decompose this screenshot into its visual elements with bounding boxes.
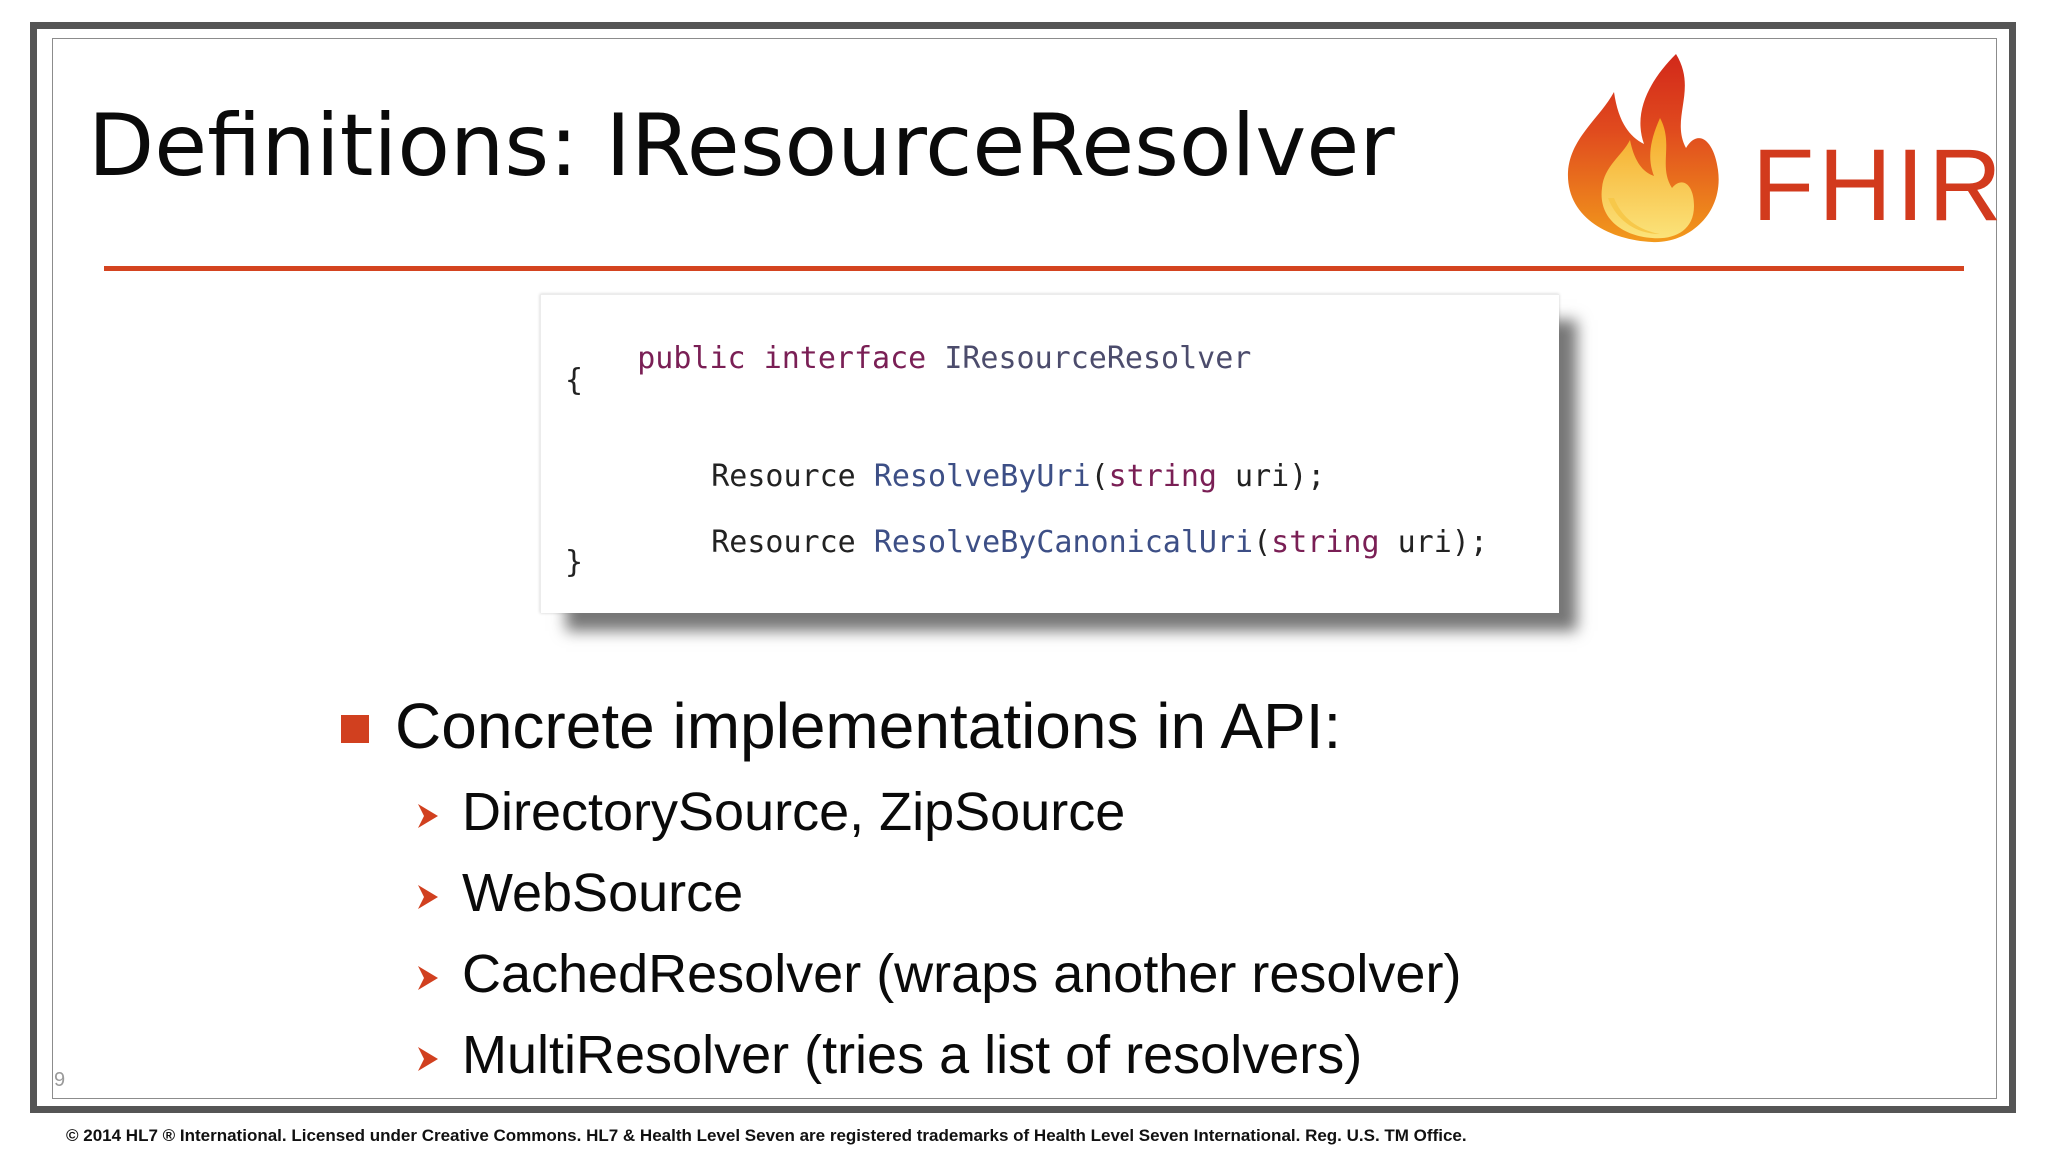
flame-icon <box>1567 54 1719 243</box>
code-interface-name: IResourceResolver <box>944 341 1252 376</box>
code-snippet: public interface IResourceResolver { Res… <box>540 294 1559 613</box>
logo-text: FHIR <box>1752 128 2006 242</box>
code-method-name: ResolveByUri <box>873 459 1091 494</box>
code-paren: ( <box>1090 459 1109 494</box>
fhir-logo <box>1548 48 2003 258</box>
code-param: uri); <box>1379 525 1488 560</box>
code-type: Resource <box>711 525 856 560</box>
page-number: 9 <box>54 1069 66 1091</box>
bullet-sub-item: CachedResolver (wraps another resolver) <box>462 944 1462 1004</box>
code-open-brace: { <box>565 363 584 398</box>
code-close-brace: } <box>565 545 584 580</box>
copyright-footer: © 2014 HL7 ® International. Licensed und… <box>66 1126 1467 1145</box>
title-divider <box>104 266 1964 271</box>
code-line-method: Resource ResolveByCanonicalUri(string ur… <box>639 489 1488 597</box>
arrowhead-bullet-icon <box>418 804 438 828</box>
arrowhead-bullet-icon <box>418 885 438 909</box>
code-line-declaration: public interface IResourceResolver <box>565 305 1251 413</box>
slide-title: Definitions: IResourceResolver <box>88 96 1395 196</box>
code-line-method: Resource ResolveByUri(string uri); <box>639 423 1325 531</box>
code-keyword: interface <box>763 341 927 376</box>
code-type: Resource <box>711 459 856 494</box>
bullet-square-icon <box>341 715 369 743</box>
bullet-sub-item: DirectorySource, ZipSource <box>462 782 1126 842</box>
arrowhead-bullet-icon <box>418 966 438 990</box>
code-keyword: string <box>1108 459 1217 494</box>
code-param: uri); <box>1217 459 1326 494</box>
code-method-name: ResolveByCanonicalUri <box>873 525 1254 560</box>
arrowhead-bullet-icon <box>418 1047 438 1071</box>
code-keyword: string <box>1271 525 1380 560</box>
bullet-main-text: Concrete implementations in API: <box>395 690 1342 762</box>
bullet-sub-item: MultiResolver (tries a list of resolvers… <box>462 1025 1363 1085</box>
code-paren: ( <box>1253 525 1272 560</box>
bullet-sub-item: WebSource <box>462 863 744 923</box>
code-keyword: public <box>637 341 746 376</box>
